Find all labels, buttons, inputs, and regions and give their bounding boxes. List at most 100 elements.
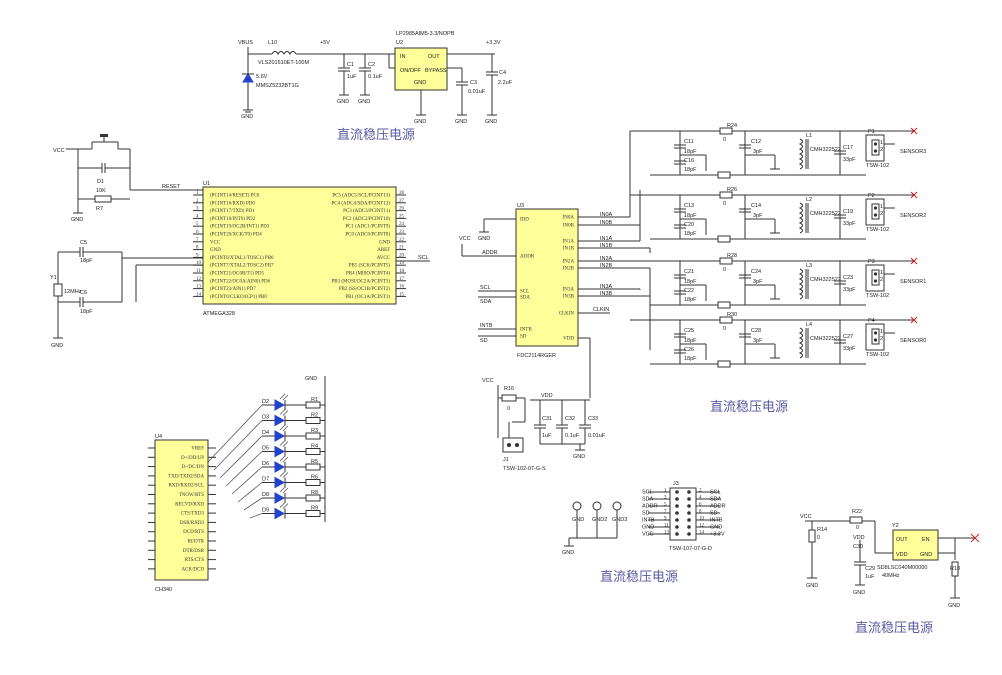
fdc-left-pin: SDA <box>520 296 530 301</box>
gnd-text: GND <box>241 114 253 120</box>
fdc-right-pin: IN0B <box>563 224 575 229</box>
zener-part: MMSZ5232BT1G <box>256 83 299 89</box>
led-ref: D5 <box>262 446 269 452</box>
sensor-cap-a-ref: C25 <box>684 328 694 334</box>
gnd-text: GND <box>948 603 960 609</box>
header-right-num: 8 <box>699 510 702 515</box>
u4-pin: D+/DD/UP <box>181 456 204 461</box>
mcu-right-pin: PB1 (OC1A/PCINT1) <box>345 295 390 300</box>
sensor-inductor-part: CMH322522 <box>810 277 841 283</box>
header-left-num: 13 <box>664 531 670 536</box>
osc-vcc-label: VCC <box>800 514 812 520</box>
in-net-label: IN3B <box>600 291 613 297</box>
led-diode <box>274 476 286 489</box>
y2-en-pin: EN <box>922 537 930 543</box>
mcu-right-pin: PC3 (ADC3/PCINT11) <box>343 209 390 214</box>
header-right-label: +3.3V <box>710 532 725 538</box>
mcu-left-pin-num: 6 <box>196 230 199 235</box>
mcu-left-pin-num: 10 <box>196 261 202 266</box>
gnd-text: GND <box>806 583 818 589</box>
sensor-inductor-ref: L1 <box>806 133 812 139</box>
sensor-r-value: 0 <box>723 326 726 332</box>
c6-value: 18pF <box>80 309 93 315</box>
addr-decouple-section: VCC R16 0 J1 TSW-102-07-G-S VDD C31 1uF … <box>482 378 606 472</box>
mcu-right-pin-num: 28 <box>399 191 405 196</box>
y2-freq: 40MHz <box>882 573 900 579</box>
fdc-part: FDC2114RGER <box>517 353 556 359</box>
u2-bypass-pin: BYPASS <box>425 68 447 74</box>
u4-pin: DCD/RTS <box>183 530 204 535</box>
y2-part: SD8LSC040M00000 <box>877 565 927 571</box>
sensor-cap-a-value: 18pF <box>684 213 697 219</box>
section-title-1: 直流稳压电源 <box>337 127 415 143</box>
led-resistor-ref: R6 <box>311 475 318 481</box>
section-title-2: 直流稳压电源 <box>710 399 788 415</box>
sensor-cap-b-value: 18pF <box>684 356 697 362</box>
fdc-intb-net: INTB <box>480 323 493 329</box>
c33-value: 0.01uF <box>588 433 606 439</box>
mcu-right-pin: PC2 (ADC2/PCINT10) <box>343 217 390 222</box>
c6-ref: C6 <box>80 290 87 296</box>
u4-part: CH340 <box>155 587 172 593</box>
sensor-cap-par-value: 33pF <box>843 346 856 352</box>
header-left-num: 7 <box>664 510 667 515</box>
fdc-right-pin: VDD <box>563 337 574 342</box>
sensor-cap-mid-ref: C14 <box>751 203 761 209</box>
mcu-left-pin: (PCINT19/OC2B/INT1) PD3 <box>210 225 270 230</box>
l10-ref: L10 <box>268 40 277 46</box>
c33-ref: C33 <box>588 416 598 422</box>
mcu-right-pin-num: 27 <box>399 199 405 204</box>
u4-pin: TXD/TXD2/SDA <box>168 474 204 479</box>
u4-pin: DSR/RXD3 <box>180 521 205 526</box>
header-right-num: 4 <box>699 496 702 501</box>
header-left-label: VCC <box>642 532 654 538</box>
u2-gnd-pin: GND <box>414 80 426 86</box>
c32-value: 0.1uF <box>565 433 580 439</box>
fdc-right-pin: IN2A <box>563 260 575 265</box>
fdc-right-pin: IN3B <box>563 295 575 300</box>
sensor-connector-part: TSW-102 <box>866 293 889 299</box>
header-left-num: 1 <box>664 489 667 494</box>
gnd-text: GND <box>71 217 83 223</box>
sensor-inductor-part: CMH322522 <box>810 211 841 217</box>
gnd-text: GND <box>455 119 467 125</box>
u4-pin: RXD/RXD2/SCL <box>168 484 204 489</box>
u2-ref: U2 <box>396 40 403 46</box>
sensor-cap-par-value: 33pF <box>843 157 856 163</box>
c29-ref: C29 <box>865 566 875 572</box>
sensor-series-resistor-b <box>717 360 731 368</box>
mcu-right-pin-num: 20 <box>399 253 405 258</box>
addr-vcc-label: VCC <box>482 378 494 384</box>
reset-net-label: RESET <box>162 184 181 190</box>
u2-on-pin: ON/OFF <box>400 68 421 74</box>
mcu-right-pin-num: 24 <box>399 222 405 227</box>
mcu-left-pin-num: 2 <box>196 199 199 204</box>
in-net-label: IN0A <box>600 212 613 218</box>
r16-value: 0 <box>507 406 510 412</box>
fdc-left-pin: INTB <box>520 328 532 333</box>
mcu-left-pin: (PCINT22/OC0A/AIN0) PD6 <box>210 279 271 284</box>
usb-u4: U4 VREFD+/DD/UPD-/DC/DNTXD/TXD2/SDARXD/R… <box>148 434 216 593</box>
header-left-label: SCL <box>642 490 653 496</box>
gnd-text: GND <box>478 236 490 242</box>
mcu-right-pin: PC5 (ADC5/SCL/PCINT13) <box>332 194 390 199</box>
r16-ref: R16 <box>504 386 514 392</box>
led-diode <box>274 507 286 520</box>
u2-in-pin: IN <box>400 54 406 60</box>
y2-oscillator-chip <box>892 529 939 561</box>
led-ref: D2 <box>262 399 269 405</box>
sensor-connector-pin2: 2 <box>880 211 883 217</box>
fdc-sd-net: SD <box>480 338 488 344</box>
sensor-cap-a-value: 18pF <box>684 149 697 155</box>
sensor-cap-a-ref: C11 <box>684 139 694 145</box>
mcu-right-pin: PB3 (MOSI/OC2A/PCINT3) <box>332 279 391 284</box>
reset-vcc-label: VCC <box>53 148 65 154</box>
sensor-r-ref: R24 <box>727 123 737 129</box>
sensor-series-resistor-b <box>717 301 731 309</box>
sensor-r-ref: R28 <box>727 253 737 259</box>
r14-value: 0 <box>817 535 820 541</box>
